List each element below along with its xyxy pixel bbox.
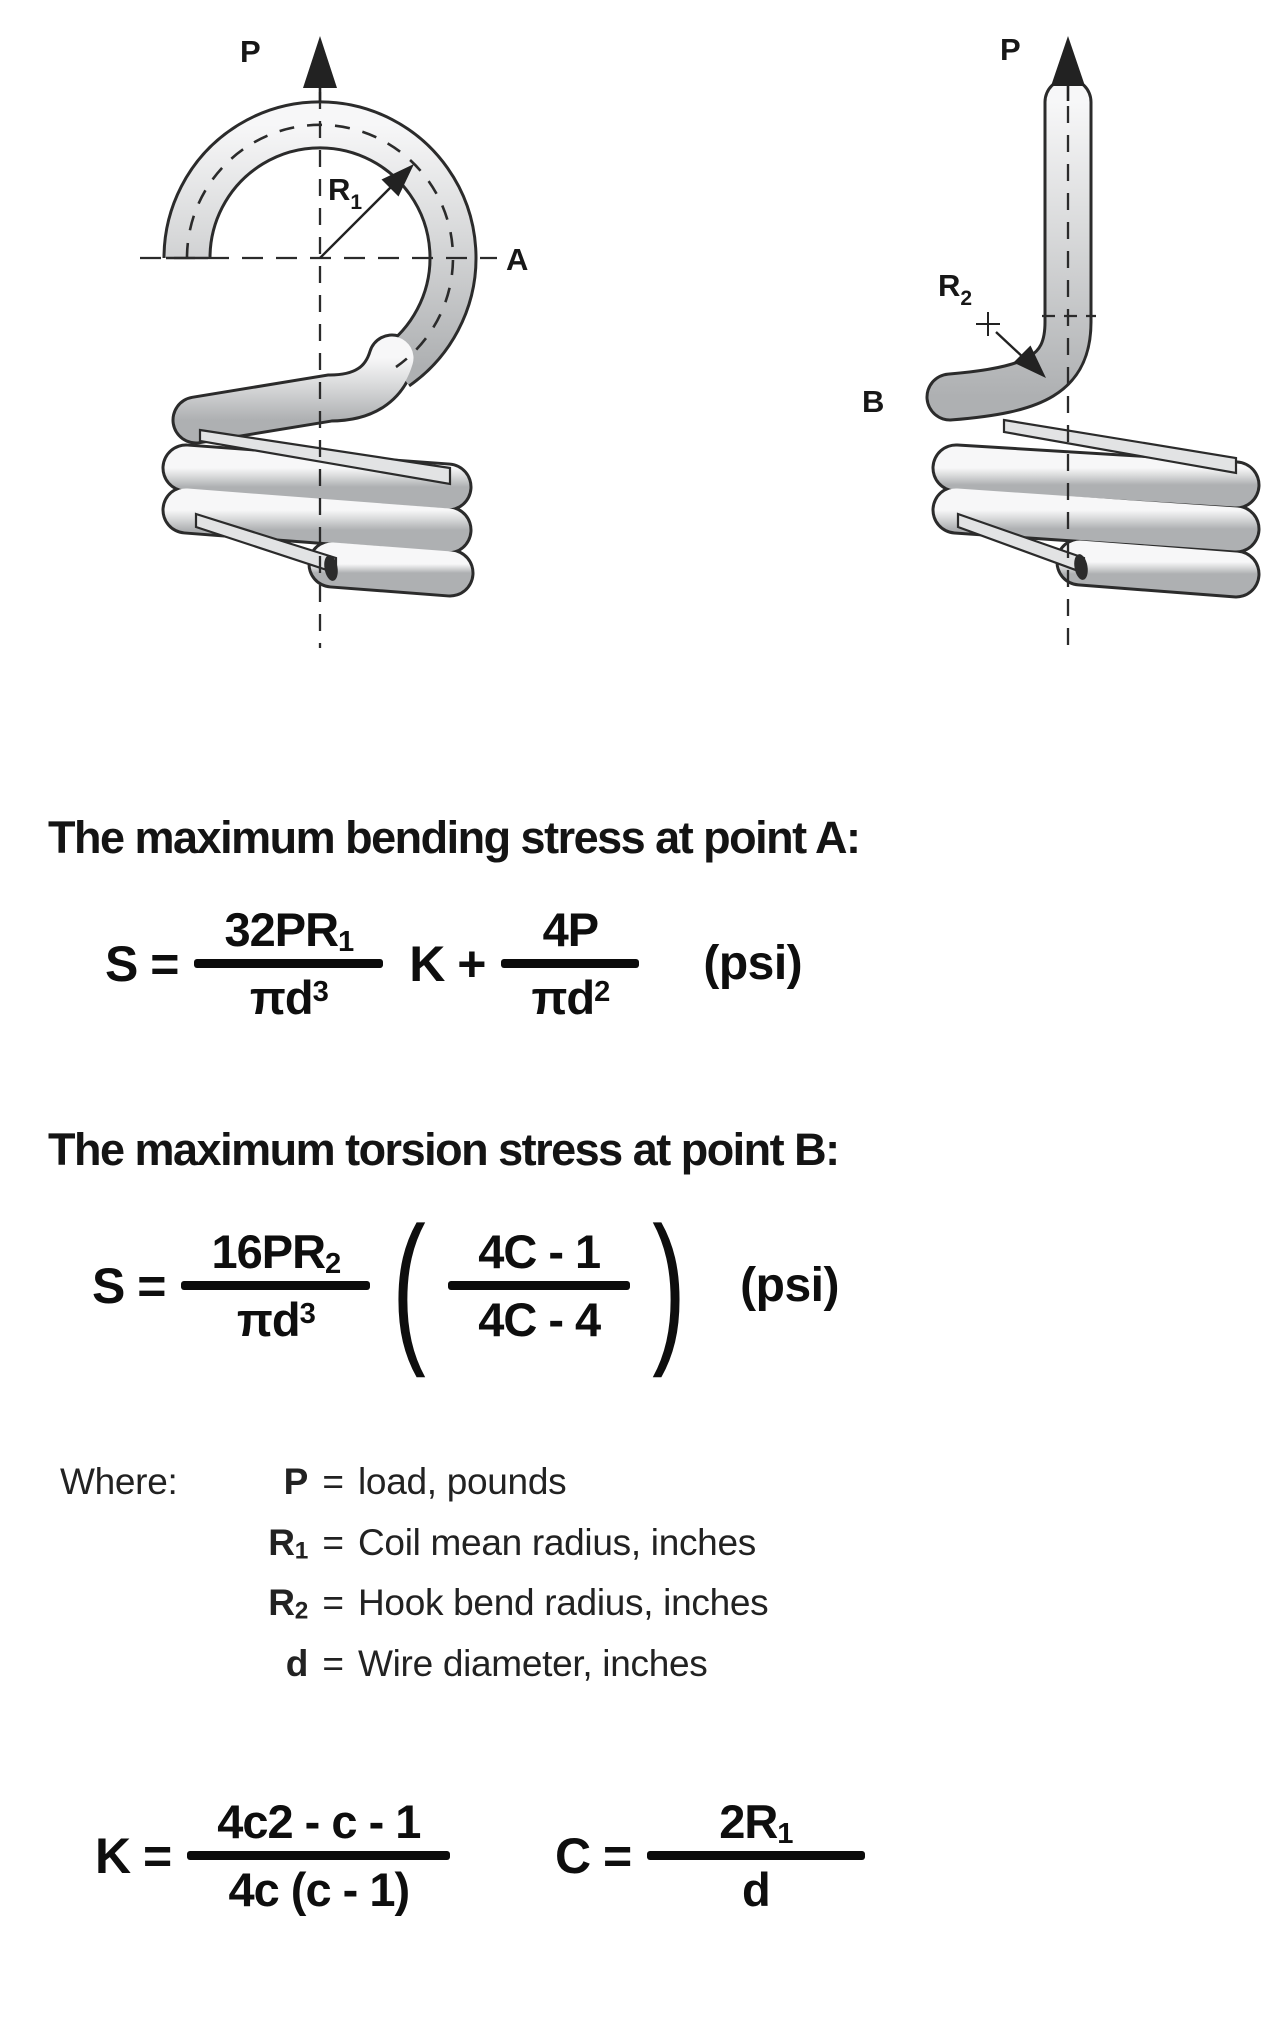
left-coil-back-wire bbox=[194, 428, 452, 575]
equals-sign: = bbox=[322, 1461, 344, 1502]
fraction-numerator: 32PR1 bbox=[224, 903, 354, 959]
left-load-label: P bbox=[240, 34, 261, 69]
fraction-denominator: πd3 bbox=[249, 971, 329, 1025]
variable-symbol: R2 bbox=[268, 1582, 308, 1625]
right-load-arrow-icon bbox=[1051, 36, 1085, 101]
left-radius-label: R1 bbox=[328, 172, 362, 214]
formula-bending-stress: S = 32PR1 πd3 K + 4P πd2 (psi) bbox=[105, 900, 803, 1028]
formula-b-fraction-1: 16PR2 πd3 bbox=[181, 1222, 371, 1350]
formula-spring-index: C = 2R1 d bbox=[555, 1792, 881, 1920]
formula-k-factor: K = 4c2 - c - 1 4c (c - 1) bbox=[95, 1792, 466, 1920]
fraction-numerator: 4P bbox=[542, 903, 599, 956]
formula-c-lhs: C = bbox=[555, 1827, 632, 1884]
fraction-bar bbox=[181, 1281, 371, 1291]
formula-a-lhs: S = bbox=[105, 935, 179, 992]
heading-bending-stress: The maximum bending stress at point A: bbox=[48, 812, 861, 863]
right-radius-label: R2 bbox=[938, 268, 972, 310]
formula-b-fraction-2: 4C - 1 4C - 4 bbox=[448, 1222, 631, 1350]
equals-sign: = bbox=[322, 1642, 344, 1684]
fraction-numerator: 4C - 1 bbox=[478, 1225, 601, 1278]
formula-torsion-stress: S = 16PR2 πd3 ( 4C - 1 4C - 4 ) (psi) bbox=[92, 1202, 839, 1369]
fraction-denominator: 4C - 4 bbox=[478, 1293, 601, 1347]
fraction-denominator: πd2 bbox=[531, 971, 610, 1025]
formula-a-unit: (psi) bbox=[703, 937, 803, 991]
right-coil-back-wire bbox=[956, 418, 1238, 575]
variable-symbol: d bbox=[285, 1642, 309, 1684]
variable-definition: load, pounds bbox=[358, 1461, 567, 1502]
formula-a-operator: K + bbox=[409, 935, 486, 992]
formula-c-fraction: 2R1 d bbox=[647, 1792, 865, 1920]
formula-a-fraction-2: 4P πd2 bbox=[501, 900, 640, 1028]
heading-torsion-stress: The maximum torsion stress at point B: bbox=[48, 1124, 840, 1175]
left-spring-diagram: P R1 A bbox=[140, 34, 528, 648]
right-centerlines bbox=[1042, 106, 1096, 650]
left-point-label: A bbox=[506, 242, 528, 277]
variable-definition: Coil mean radius, inches bbox=[358, 1521, 756, 1563]
fraction-bar bbox=[647, 1851, 865, 1861]
equals-sign: = bbox=[322, 1582, 344, 1624]
right-load-label: P bbox=[1000, 32, 1021, 67]
variable-symbol: P bbox=[283, 1461, 309, 1502]
fraction-numerator: 2R1 bbox=[719, 1795, 793, 1851]
formula-a-fraction-1: 32PR1 πd3 bbox=[194, 900, 384, 1028]
left-radius-arrow-icon bbox=[319, 164, 414, 259]
equals-sign: = bbox=[322, 1521, 344, 1563]
formula-b-unit: (psi) bbox=[740, 1259, 839, 1313]
fraction-bar bbox=[194, 959, 384, 969]
close-paren: ) bbox=[652, 1192, 686, 1379]
fraction-bar bbox=[501, 959, 640, 969]
formula-b-lhs: S = bbox=[92, 1257, 166, 1314]
fraction-numerator: 4c2 - c - 1 bbox=[217, 1795, 421, 1848]
spring-diagrams: P R1 A bbox=[140, 32, 1261, 650]
left-load-arrow-icon bbox=[303, 36, 337, 102]
fraction-denominator: πd3 bbox=[236, 1293, 316, 1347]
formula-k-lhs: K = bbox=[95, 1827, 172, 1884]
variable-definition: Hook bend radius, inches bbox=[358, 1582, 769, 1624]
formula-k-fraction: 4c2 - c - 1 4c (c - 1) bbox=[187, 1792, 451, 1920]
right-spring-diagram: P R2 B bbox=[862, 32, 1261, 650]
left-centerlines bbox=[140, 92, 497, 648]
fraction-bar bbox=[448, 1281, 631, 1291]
right-point-label: B bbox=[862, 384, 884, 419]
variable-symbol: R1 bbox=[268, 1521, 308, 1565]
variable-definition: Wire diameter, inches bbox=[358, 1642, 708, 1684]
fraction-numerator: 16PR2 bbox=[211, 1225, 341, 1281]
open-paren: ( bbox=[392, 1192, 427, 1379]
variable-definitions: Where: P = load, pounds R1 = Coil mean r… bbox=[60, 1461, 769, 1686]
fraction-denominator: 4c (c - 1) bbox=[228, 1863, 410, 1917]
where-label: Where: bbox=[60, 1461, 178, 1502]
fraction-denominator: d bbox=[741, 1863, 771, 1917]
right-radius-arrow-icon bbox=[976, 312, 1046, 378]
fraction-bar bbox=[187, 1851, 451, 1861]
